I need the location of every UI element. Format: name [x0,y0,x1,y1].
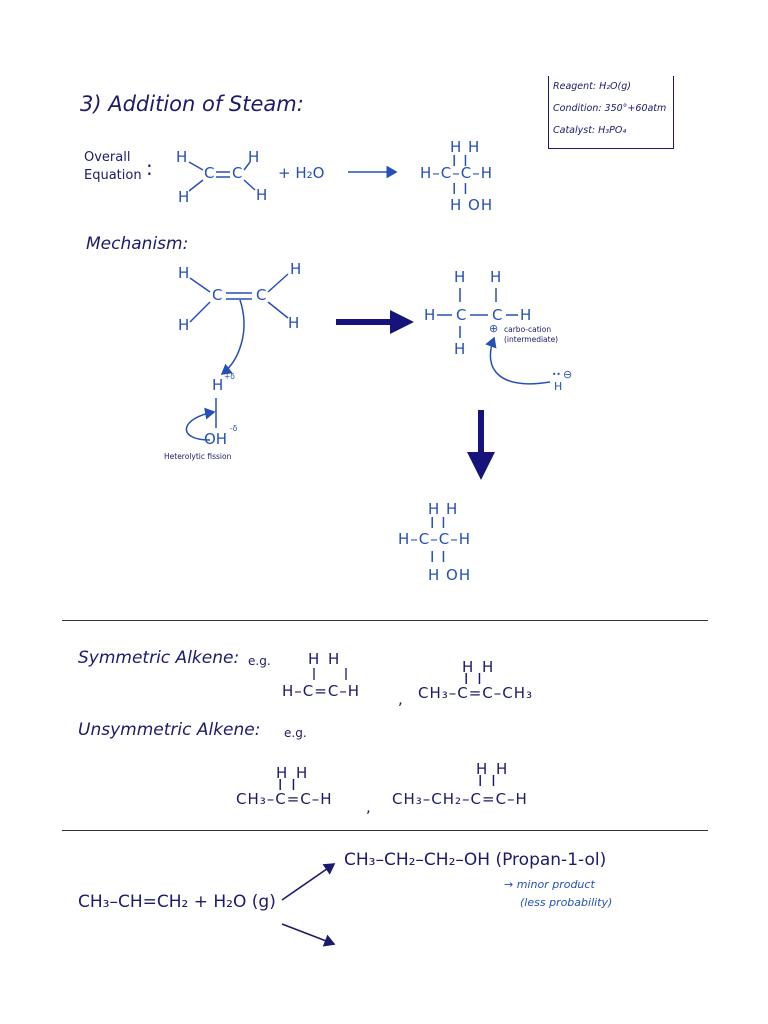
ethanol-bottom-bars: I I [452,180,469,198]
nucleophile-charge: ⊖ [563,368,573,381]
carbocation-charge: ⊕ [489,322,499,335]
ethanol-bottom-groups: H OH [450,196,494,214]
ethanol-top-bars: I I [452,152,469,170]
propene-reaction: CH₃–CH=CH₂ + H₂O (g) [78,892,276,912]
sym-ex1-chain: H–C=C–H [282,682,361,700]
unsym-ex2-top-h: H H [476,760,510,778]
condition-text: Condition: 350°+60atm [553,103,667,114]
cation-c2: C [492,306,503,324]
ethene-h-tr: H [248,148,260,166]
branch-arrow-down [281,923,336,947]
curly-arrow-pi-bond [220,299,245,375]
sym-comma-1: , [398,690,403,708]
cation-h-right: H [520,306,532,324]
sym-ex1-bonds [313,668,347,680]
branch-arrow-up [281,863,336,901]
delta-minus: -δ [230,424,238,433]
final-ethanol-bottom-bars: I I [430,548,447,566]
nucleophile-h: H [554,380,563,393]
cation-h-top-1: H [454,268,466,286]
carbocation-bonds [437,288,518,338]
section-heading: 3) Addition of Steam: [80,92,304,116]
symmetric-eg: e.g. [248,654,271,668]
ethene-c1: C [204,164,215,182]
final-ethanol-top-bars: I I [430,514,447,532]
unsym-ex2-bars: I I [478,772,498,790]
final-ethanol-bottom-groups: H OH [428,566,472,584]
overall-colon: : [146,156,153,180]
curly-arrow-nucleophile [485,336,551,385]
mech-ethene-h-br: H [288,314,300,332]
final-ethanol-main-chain: H–C–C–H [398,530,472,548]
heterolytic-fission-label: Heterolytic fission [164,452,232,461]
final-ethanol-top-h: H H [428,500,459,518]
divider-1 [62,620,708,621]
mech-ethene-bonds [189,273,289,428]
overall-label-1: Overall [84,150,131,165]
unsymmetric-eg: e.g. [284,726,307,740]
mechanism-arrow-right [336,310,414,334]
ethanol-main-chain: H–C–C–H [420,164,494,182]
overall-label-2: Equation [84,168,142,183]
mechanism-label: Mechanism: [86,234,189,254]
ethene-c2: C [232,164,243,182]
cation-h-left: H [424,306,436,324]
sym-ex2-chain: CH₃–C=C–CH₃ [418,684,534,702]
curly-arrow-fission [185,407,216,441]
mech-ethene-c1: C [212,286,223,304]
carbocation-label-1: carbo-cation [504,325,552,334]
divider-2 [62,830,708,831]
catalyst-text: Catalyst: H₃PO₄ [553,125,627,136]
cation-c1: C [456,306,467,324]
mechanism-arrow-down [467,410,495,480]
mech-ethene-h-tl: H [178,264,190,282]
sym-ex2-bars: I I [464,670,484,688]
unsym-ex1-chain: CH₃–C=C–H [236,790,333,808]
unsym-ex2-chain: CH₃–CH₂–C=C–H [392,790,528,808]
propan-1-ol-product: CH₃–CH₂–CH₂–OH (Propan-1-ol) [344,850,607,870]
minor-product-note: → minor product [504,878,595,891]
delta-plus: +δ [224,372,235,381]
ethene-bonds [188,161,256,192]
water-reactant: + H₂O [278,164,325,182]
cation-h-top-2: H [490,268,502,286]
carbocation-label-2: (intermediate) [504,335,559,344]
lone-pair-dots: •• [552,370,561,379]
symmetric-alkene-label: Symmetric Alkene: [78,648,240,668]
mech-ethene-h-tr: H [290,260,302,278]
ethene-h-bl: H [178,188,190,206]
water-h: H [212,376,224,394]
unsym-ex1-top-h: H H [276,764,310,782]
ethene-h-br: H [256,186,268,204]
sym-ex1-top-h: H H [308,650,342,668]
mech-ethene-h-bl: H [178,316,190,334]
mech-ethene-c2: C [256,286,267,304]
sym-ex2-top-h: H H [462,658,496,676]
cation-h-bottom: H [454,340,466,358]
ethene-h-tl: H [176,148,188,166]
unsym-comma: , [366,798,371,816]
unsymmetric-alkene-label: Unsymmetric Alkene: [78,720,261,740]
less-probability-note: (less probability) [520,896,613,909]
ethanol-top-h: H H [450,138,481,156]
reagent-box: Reagent: H₂O(g) Condition: 350°+60atm Ca… [548,76,674,149]
reagent-text: Reagent: H₂O(g) [553,81,631,92]
unsym-ex1-bars: I I [278,776,298,794]
water-oh: OH [204,430,228,448]
